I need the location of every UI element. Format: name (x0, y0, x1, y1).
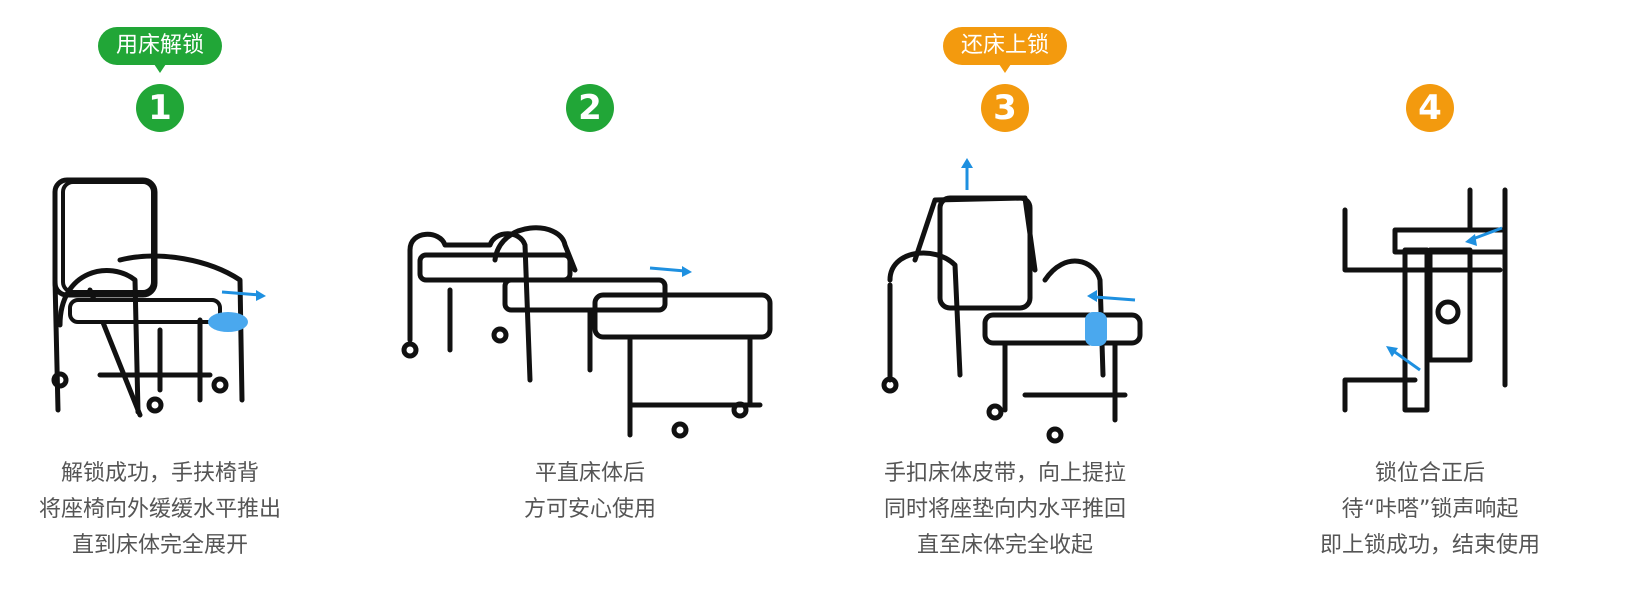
desc-line: 同时将座垫向内水平推回 (883, 497, 1126, 522)
step-1-description: 解锁成功，手扶椅背 将座椅向外缓缓水平推出 直到床体完全展开 (0, 456, 360, 564)
step-3: 还床上锁 3 手扣床体皮带，向上提拉 同时将座垫向内水平推回 直至床体完全收起 (805, 0, 1205, 600)
step-2-description: 平直床体后 方可安心使用 (390, 456, 790, 528)
chair-lock-illustration (881, 158, 1143, 444)
step-2: 2 平直床体后 方可安心使用 (390, 0, 790, 600)
desc-line: 平直床体后 (534, 461, 645, 486)
chair-unlock-illustration (51, 177, 266, 418)
step-4-description: 锁位合正后 待“咔嗒”锁声响起 即上锁成功，结束使用 (1230, 456, 1630, 564)
unlock-badge: 用床解锁 (97, 27, 223, 73)
desc-line: 方可安心使用 (523, 497, 656, 522)
step-number-2: 2 (566, 84, 614, 132)
step-1: 用床解锁 1 解锁成功，手扶椅背 将座椅向外缓缓水平推出 直到床体完全展开 (0, 0, 360, 600)
desc-line: 锁位合正后 (1374, 461, 1485, 486)
step-number-3: 3 (981, 84, 1029, 132)
desc-line: 即上锁成功，结束使用 (1319, 533, 1540, 558)
lock-detail-illustration (1342, 187, 1508, 413)
step-4: 4 锁位合正后 待“咔嗒”锁声响起 即上锁成功，结束使用 (1230, 0, 1630, 600)
lock-badge: 还床上锁 (942, 27, 1068, 73)
desc-line: 直至床体完全收起 (916, 533, 1093, 558)
desc-line: 手扣床体皮带，向上提拉 (883, 461, 1126, 486)
bed-flat-illustration (401, 225, 773, 439)
step-number-1: 1 (136, 84, 184, 132)
step-number-4: 4 (1406, 84, 1454, 132)
step-3-description: 手扣床体皮带，向上提拉 同时将座垫向内水平推回 直至床体完全收起 (805, 456, 1205, 564)
desc-line: 解锁成功，手扶椅背 (60, 461, 259, 486)
desc-line: 待“咔嗒”锁声响起 (1341, 497, 1519, 522)
desc-line: 将座椅向外缓缓水平推出 (38, 497, 281, 522)
desc-line: 直到床体完全展开 (71, 533, 248, 558)
